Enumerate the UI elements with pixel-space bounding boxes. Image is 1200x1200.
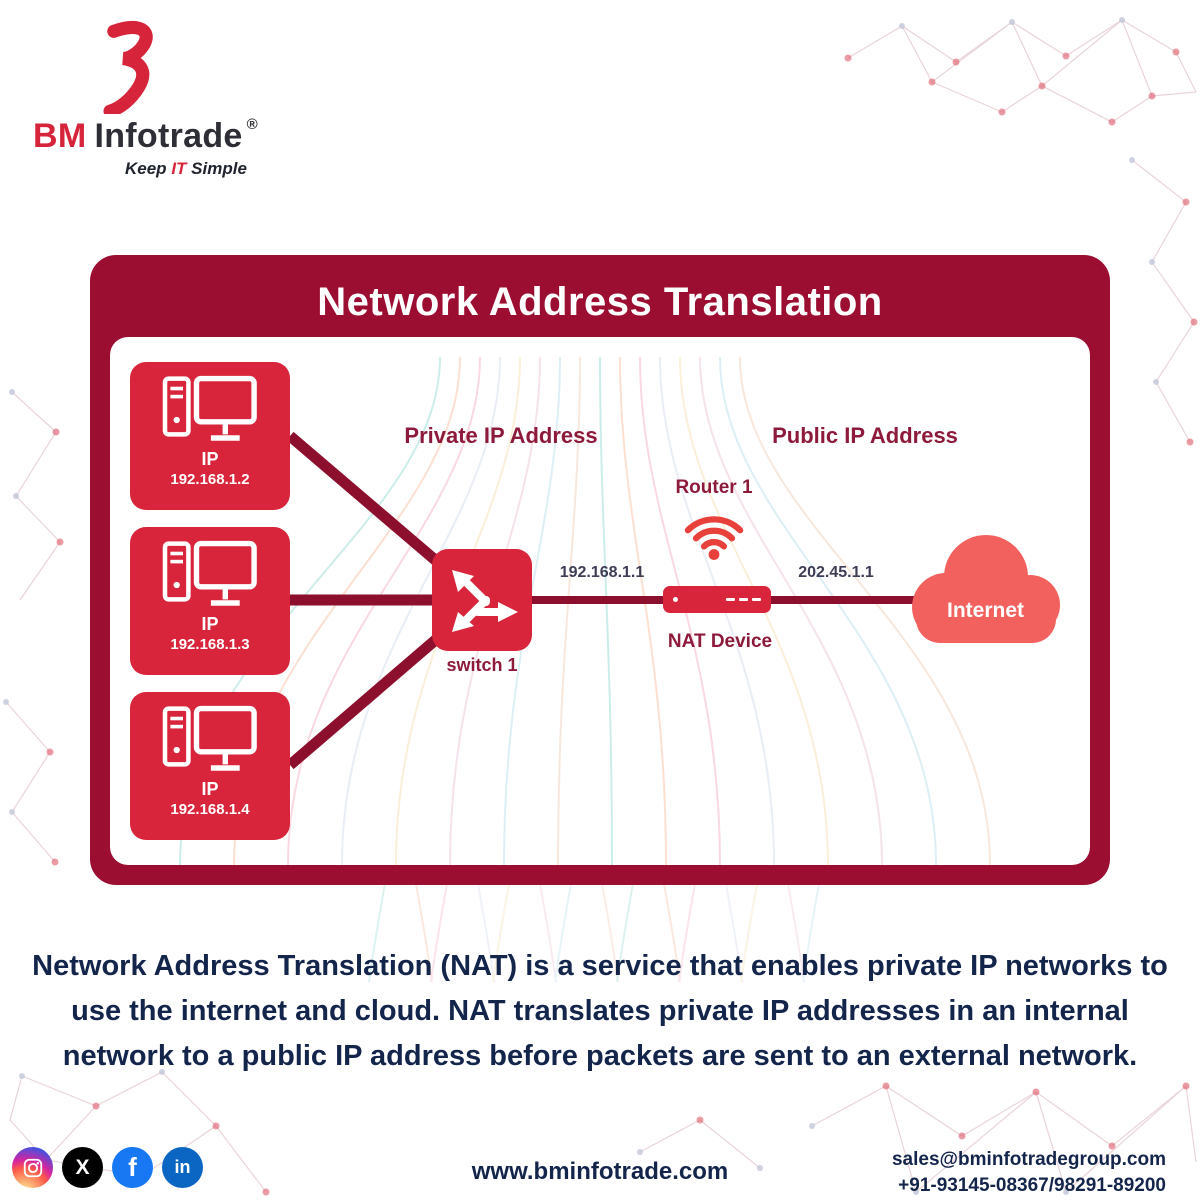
- cloud-icon: [912, 535, 1060, 643]
- pc-ip-address: 192.168.1.2: [170, 471, 250, 488]
- public-link-ip: 202.45.1.1: [798, 564, 874, 581]
- pc-ip-label: IP: [201, 614, 219, 634]
- instagram-icon[interactable]: [12, 1147, 53, 1188]
- internet-cloud: Internet: [898, 525, 1073, 660]
- contact-phone: +91-93145-08367/98291-89200: [898, 1175, 1166, 1196]
- tagline-keep: Keep: [125, 159, 167, 178]
- desktop-computer-icon: [162, 705, 257, 771]
- nat-device: [663, 586, 771, 613]
- computer-node-2: IP 192.168.1.3: [130, 527, 290, 675]
- tagline-it: IT: [171, 159, 187, 178]
- x-twitter-icon[interactable]: X: [62, 1147, 103, 1188]
- nat-device-label: NAT Device: [667, 631, 773, 652]
- desktop-computer-icon: [162, 540, 257, 606]
- brand-name-bm: BM: [33, 117, 87, 155]
- description-line-1: Network Address Translation (NAT) is a s…: [32, 950, 1168, 982]
- computer-node-1: IP 192.168.1.2: [130, 362, 290, 510]
- wifi-signal-icon: [684, 516, 744, 560]
- facebook-icon[interactable]: f: [112, 1147, 153, 1188]
- tagline-simple: Simple: [191, 159, 247, 178]
- internet-label: Internet: [946, 599, 1024, 622]
- description-line-3: network to a public IP address before pa…: [62, 1040, 1138, 1072]
- nat-ports: [726, 598, 761, 601]
- pc-ip-address: 192.168.1.3: [170, 636, 250, 653]
- website-link[interactable]: www.bminfotrade.com: [471, 1158, 729, 1185]
- switch-label: switch 1: [446, 655, 518, 675]
- router-label: Router 1: [675, 477, 753, 498]
- brand-name-infotrade: Infotrade: [94, 117, 243, 155]
- registered-mark: ®: [246, 116, 258, 133]
- description-line-2: use the internet and cloud. NAT translat…: [71, 995, 1129, 1027]
- description: Network Address Translation (NAT) is a s…: [28, 944, 1172, 1079]
- pc-ip-label: IP: [201, 449, 219, 469]
- nat-diagram-card: Network Address Translation: [90, 255, 1110, 885]
- switch-arrows-icon: [452, 570, 518, 632]
- contact-email: sales@bminfotradegroup.com: [891, 1149, 1166, 1170]
- computer-node-3: IP 192.168.1.4: [130, 692, 290, 840]
- desktop-computer-icon: [162, 375, 257, 441]
- linkedin-icon[interactable]: in: [162, 1147, 203, 1188]
- brand-tagline: Keep IT Simple: [125, 159, 258, 179]
- social-links: X f in: [12, 1147, 203, 1188]
- network-switch: [432, 549, 532, 651]
- private-link-ip: 192.168.1.1: [559, 564, 645, 581]
- diagram-title: Network Address Translation: [317, 280, 883, 324]
- contact-info: sales@bminfotradegroup.com +91-93145-083…: [892, 1147, 1166, 1199]
- nat-led-dot: [673, 597, 678, 602]
- private-ip-section-label: Private IP Address: [404, 423, 598, 448]
- pc-ip-label: IP: [201, 779, 219, 799]
- brand-logo-icon: [103, 20, 153, 114]
- diagram-canvas: Private IP Address Public IP Address Rou…: [110, 337, 1090, 865]
- public-ip-section-label: Public IP Address: [772, 423, 958, 448]
- pc-ip-address: 192.168.1.4: [170, 801, 250, 818]
